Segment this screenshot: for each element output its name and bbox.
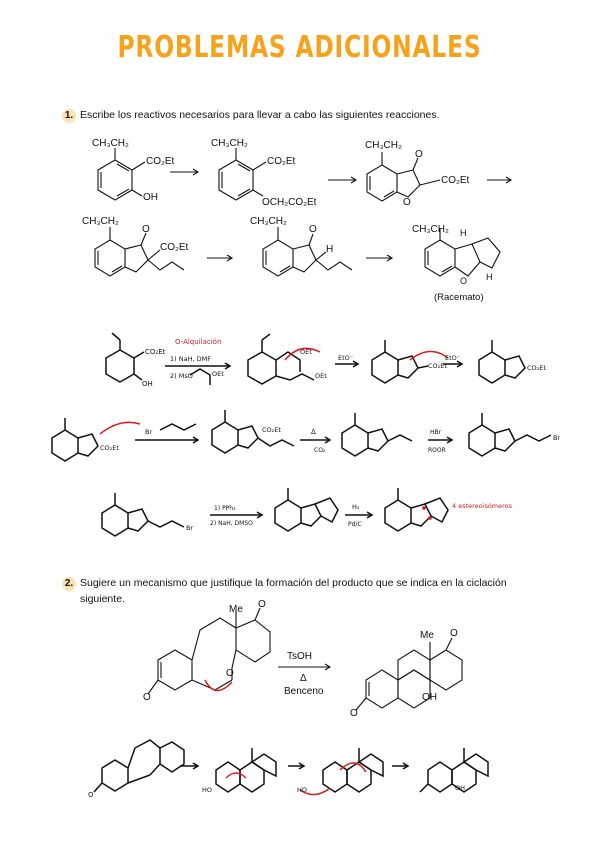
molecule-1a: CH₃CH₂ CO₂Et OH: [92, 138, 175, 203]
label-o: O: [460, 276, 467, 286]
svg-text:Benceno: Benceno: [284, 686, 324, 697]
question-2-text-line2: siguiente.: [80, 593, 125, 605]
svg-text:ROOR: ROOR: [428, 447, 446, 454]
label-ethyl: CH₃CH₂: [365, 140, 402, 151]
svg-text:HO: HO: [202, 786, 212, 794]
svg-text:Δ: Δ: [311, 428, 316, 436]
label-ethyl: CH₃CH₂: [82, 216, 119, 227]
svg-text:CO₂Et: CO₂Et: [145, 348, 166, 356]
label-ethyl: CH₃CH₂: [92, 138, 129, 149]
svg-text:CO₂Et: CO₂Et: [527, 364, 546, 372]
handwritten-scheme-1: CO₂Et OH O-Alquilación 1) NaH, DMF 2) Ms…: [105, 332, 546, 388]
label-ethyl: CH₃CH₂: [250, 216, 287, 227]
svg-text:O: O: [350, 708, 358, 719]
molecule-1c: CH₃CH₂ O CO₂Et O: [365, 140, 470, 208]
question-2-number: 2.: [62, 577, 76, 591]
label-oh: OH: [143, 192, 158, 203]
molecule-1d: CH₃CH₂ O CO₂Et: [82, 216, 189, 277]
svg-text:Me: Me: [229, 604, 243, 615]
stereoisomer-note: 4 estereoisómeros: [452, 502, 513, 510]
svg-text:Br: Br: [145, 428, 152, 436]
svg-text:O: O: [450, 628, 458, 639]
svg-text:O: O: [143, 692, 151, 703]
svg-text:2) NaH, DMSO: 2) NaH, DMSO: [210, 520, 253, 527]
label-h: H: [326, 244, 333, 255]
svg-text:H₂: H₂: [352, 503, 360, 511]
molecule-1f: CH₃CH₂ H H O (Racemato): [412, 224, 501, 303]
question-1-text: Escribe los reactivos necesarios para ll…: [80, 109, 440, 121]
label-ethyl: CH₃CH₂: [412, 224, 449, 235]
molecule-1b: CH₃CH₂ CO₂Et OCH₂CO₂Et: [211, 138, 317, 208]
label-ester: CO₂Et: [267, 156, 296, 167]
question-2-text-line1: Sugiere un mecanismo que justifique la f…: [80, 577, 507, 589]
page-title: PROBLEMAS ADICIONALES: [117, 30, 482, 65]
svg-text:HBr: HBr: [430, 429, 442, 436]
svg-text:OH: OH: [455, 784, 465, 792]
label-o: O: [142, 224, 150, 235]
label-ester: CO₂Et: [441, 175, 470, 186]
label-o: O: [309, 224, 317, 235]
svg-text:OEt: OEt: [315, 372, 327, 380]
label-ethyl: CH₃CH₂: [211, 138, 248, 149]
svg-text:OEt: OEt: [300, 348, 312, 356]
svg-text:O: O: [258, 599, 266, 610]
svg-text:1) PPh₃: 1) PPh₃: [214, 505, 236, 512]
svg-text:EtO⁻: EtO⁻: [338, 354, 353, 362]
svg-text:OEt: OEt: [212, 370, 224, 378]
svg-text:OH: OH: [142, 380, 153, 388]
svg-text:CO₂: CO₂: [314, 447, 326, 454]
racemate-label: (Racemato): [434, 292, 484, 303]
svg-text:Pd/C: Pd/C: [348, 521, 362, 528]
handwritten-scheme-2: CO₂Et Br CO₂Et Δ CO₂ HBr ROOR Br: [51, 410, 560, 462]
molecule-1e: CH₃CH₂ O H: [250, 216, 353, 277]
svg-text:CO₂Et: CO₂Et: [262, 426, 281, 434]
svg-text:1) NaH, DMF: 1) NaH, DMF: [170, 355, 211, 363]
svg-text:TsOH: TsOH: [287, 651, 312, 662]
svg-text:EtO⁻: EtO⁻: [445, 354, 460, 362]
q2-reaction-scheme: Me O O O TsOH Δ Benceno Me O OH O: [143, 599, 463, 719]
svg-text:Br: Br: [186, 524, 193, 532]
svg-text:Br: Br: [553, 434, 560, 442]
handwritten-scheme-3: Br 1) PPh₃ 2) NaH, DMSO H₂ Pd/C 4 estere…: [101, 488, 513, 537]
label-ester: CO₂Et: [146, 156, 175, 167]
svg-text:OH: OH: [422, 692, 437, 703]
svg-text:Δ: Δ: [300, 673, 307, 684]
svg-text:O: O: [226, 668, 234, 679]
label-h: H: [460, 228, 467, 238]
o-alkylation-note: O-Alquilación: [175, 338, 221, 346]
label-o: O: [415, 149, 423, 160]
label-o: O: [403, 197, 411, 208]
svg-text:Me: Me: [420, 630, 434, 641]
svg-text:CO₂Et: CO₂Et: [100, 444, 119, 452]
label-ether: OCH₂CO₂Et: [262, 197, 317, 208]
label-h: H: [486, 272, 493, 282]
q2-mechanism: O HO HO OH: [88, 739, 489, 799]
svg-text:2) MsO: 2) MsO: [170, 372, 193, 380]
svg-text:HO: HO: [297, 786, 307, 794]
label-ester: CO₂Et: [160, 242, 189, 253]
svg-text:O: O: [88, 791, 94, 799]
svg-text:CO₂Et: CO₂Et: [428, 362, 447, 370]
question-1-number: 1.: [62, 109, 76, 123]
